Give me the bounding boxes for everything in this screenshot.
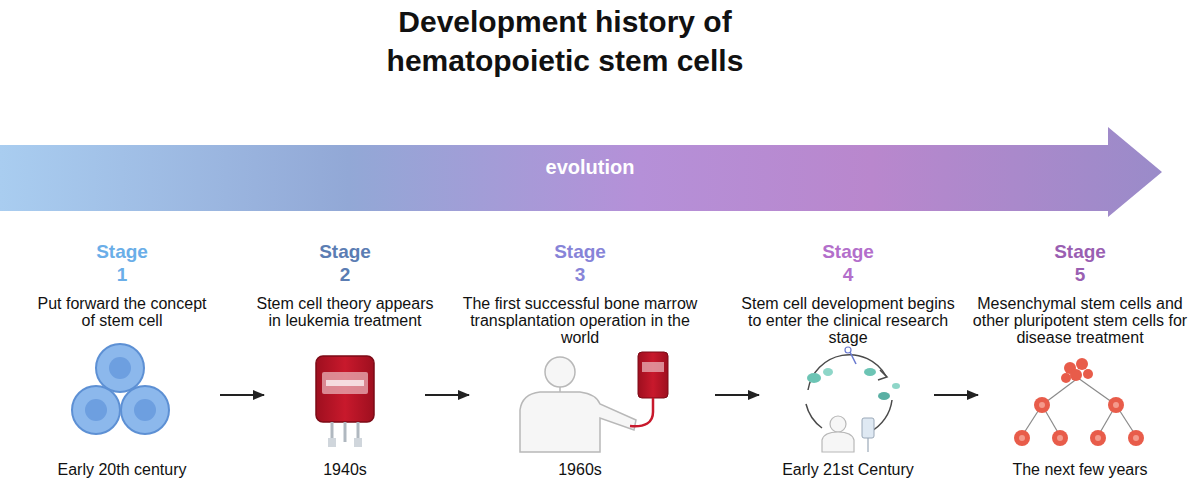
stage-arrow	[220, 394, 264, 396]
stage-column: Stage 5 Mesenchymal stem cells and other …	[965, 240, 1195, 482]
clinical-research-icon	[806, 347, 900, 452]
stage-column: Stage 4 Stem cell development begins to e…	[735, 240, 961, 482]
stage-description: Put forward the concept of stem cell	[32, 295, 212, 329]
stage-column: Stage 3 The first successful bone marrow …	[457, 240, 703, 482]
stage-date: The next few years	[1012, 460, 1147, 480]
blood-bag-icon	[316, 356, 374, 447]
stage-date: Early 20th century	[58, 460, 187, 480]
stage-arrow	[715, 394, 759, 396]
stage-label: Stage 3	[548, 240, 612, 286]
evolution-arrow-band: evolution	[0, 127, 1162, 217]
stage-description: Stem cell theory appears in leukemia tre…	[255, 295, 435, 329]
stage-column: Stage 2 Stem cell theory appears in leuke…	[253, 240, 437, 482]
stage-label: Stage 2	[313, 240, 377, 286]
stage-column: Stage 1 Put forward the concept of stem c…	[30, 240, 214, 482]
stage-date: 1960s	[558, 460, 602, 480]
stage-description: Stem cell development begins to enter th…	[737, 295, 959, 346]
stage-arrow	[934, 394, 978, 396]
stage-date: 1940s	[323, 460, 367, 480]
stage-label: Stage 1	[90, 240, 154, 286]
transplant-patient-icon	[520, 352, 668, 452]
stem-cell-icon	[72, 344, 169, 434]
diagram-title: Development history of hematopoietic ste…	[365, 2, 765, 80]
stage-description: Mesenchymal stem cells and other pluripo…	[967, 295, 1193, 346]
stage-arrow	[425, 394, 469, 396]
stage-label: Stage 5	[1048, 240, 1112, 286]
stage-description: The first successful bone marrow transpl…	[459, 295, 701, 346]
stage-date: Early 21st Century	[782, 460, 914, 480]
band-label: evolution	[546, 156, 635, 179]
arrow-band-outline	[0, 127, 1162, 217]
differentiation-tree-icon	[1014, 358, 1144, 446]
stage-label: Stage 4	[816, 240, 880, 286]
